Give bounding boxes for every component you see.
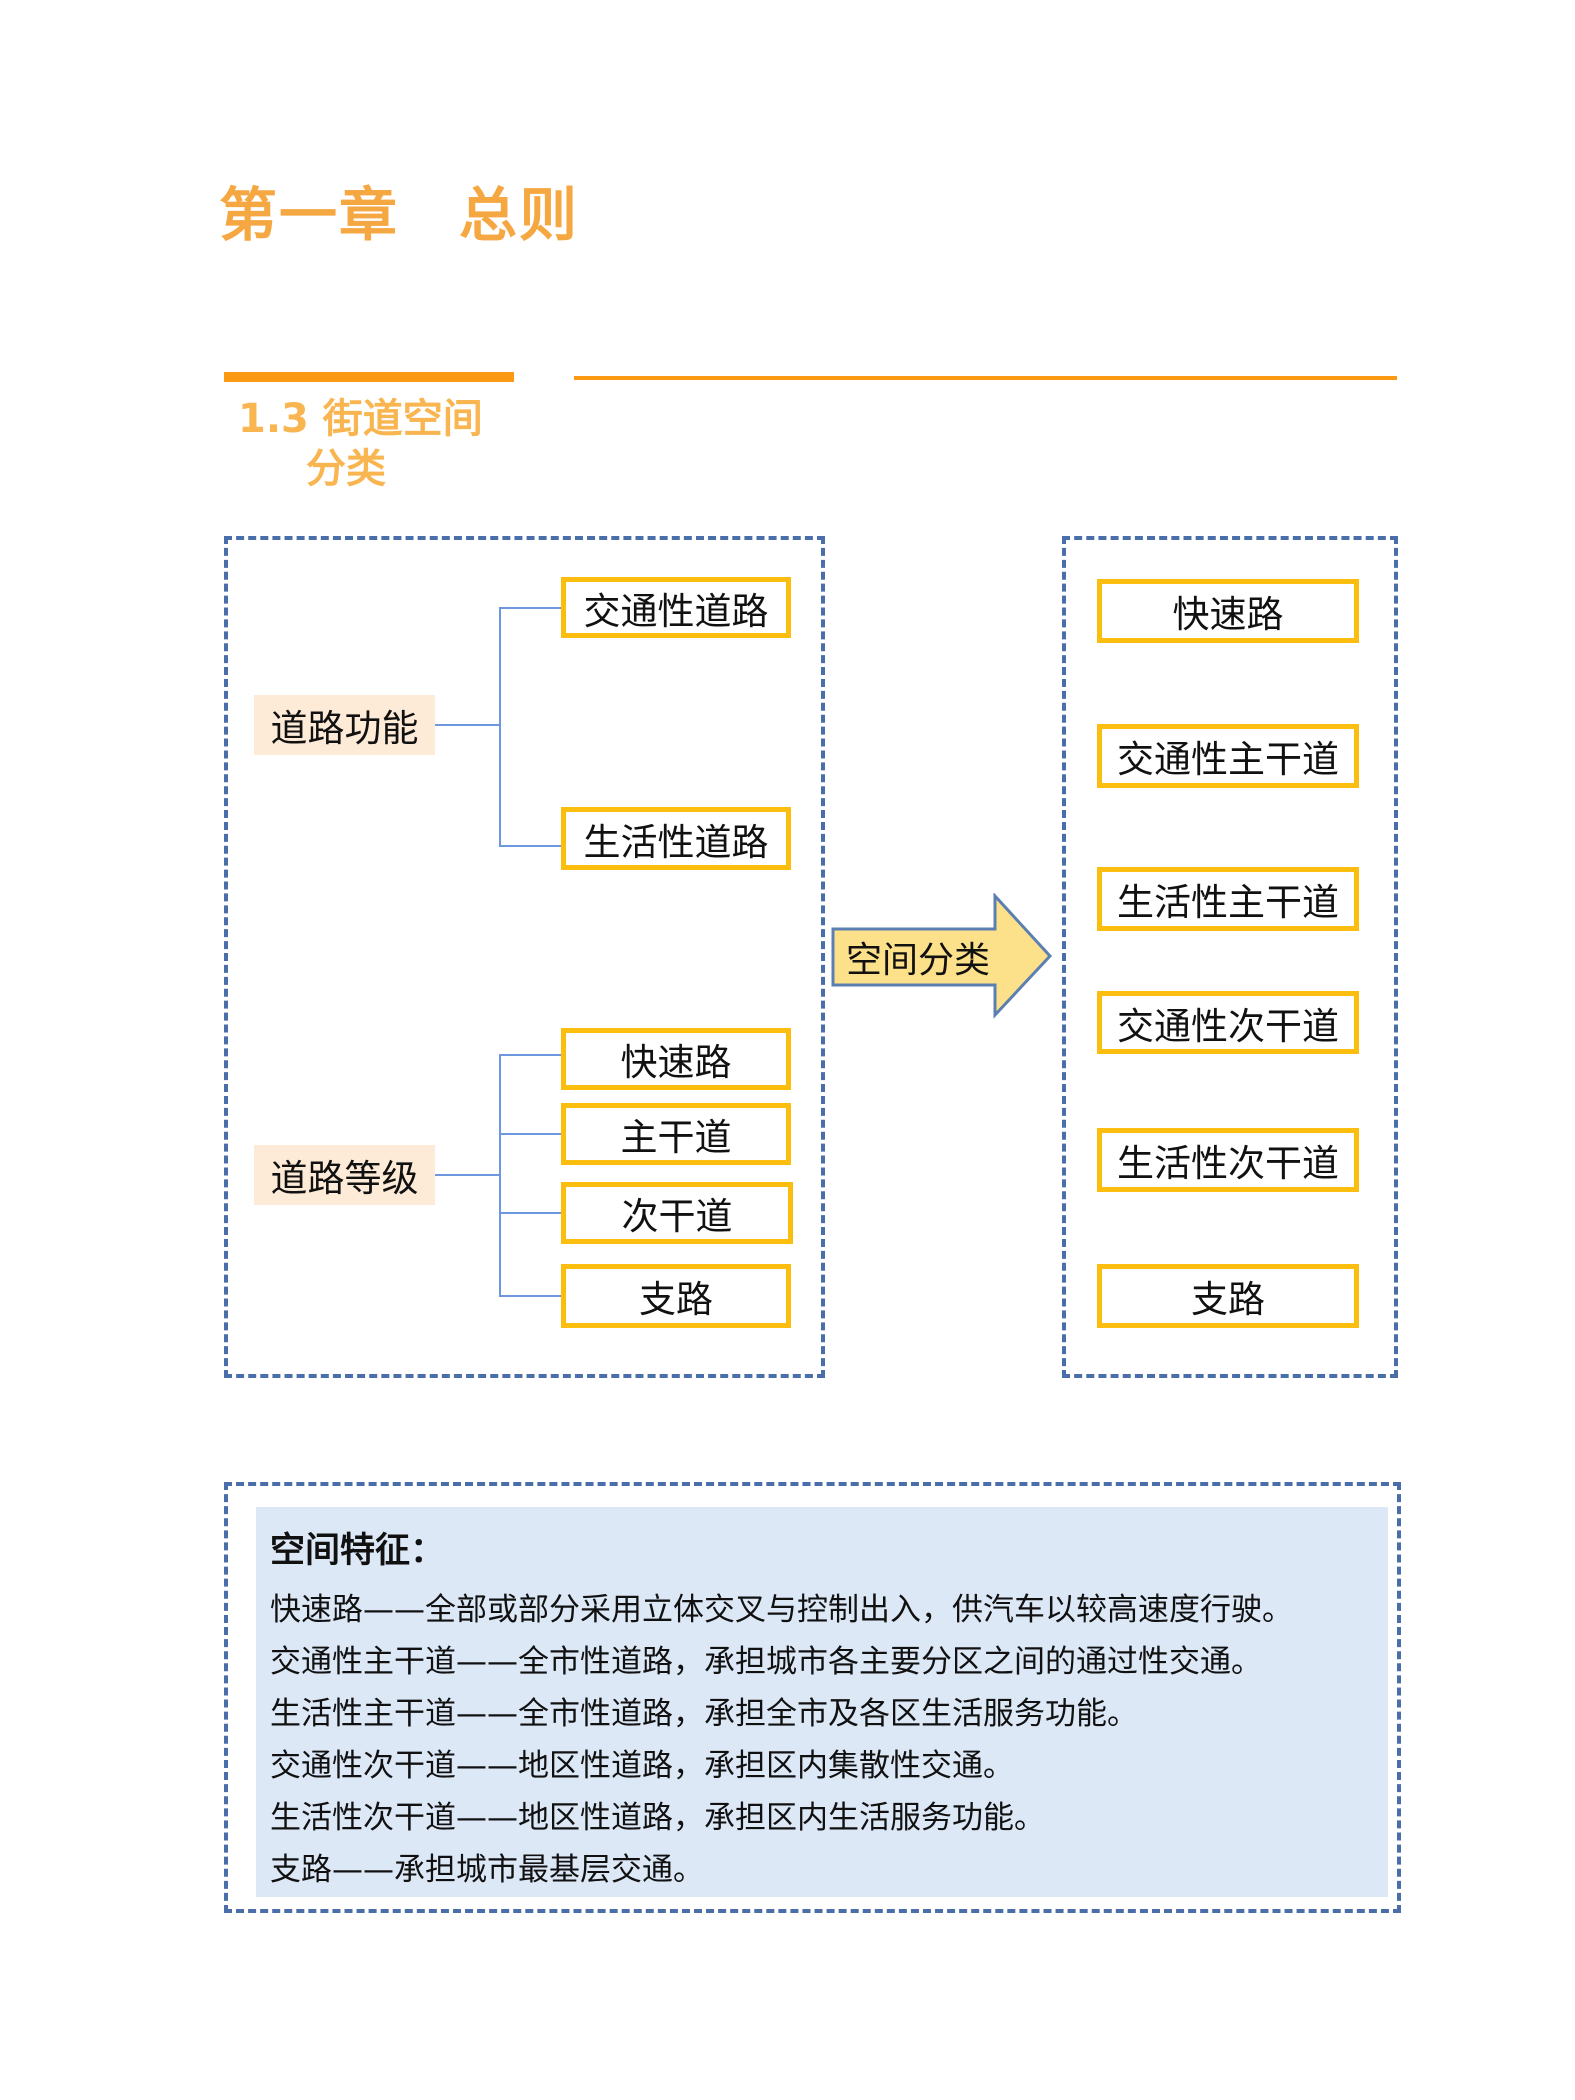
features-panel bbox=[224, 1482, 1401, 1913]
road-classification-panel bbox=[224, 536, 825, 1378]
connector bbox=[435, 724, 500, 726]
arrow-label: 空间分类 bbox=[846, 940, 991, 981]
connector bbox=[500, 1212, 563, 1214]
header-rule bbox=[574, 376, 1397, 380]
space-class-box: 支路 bbox=[1097, 1264, 1359, 1328]
space-class-box: 生活性次干道 bbox=[1097, 1128, 1359, 1192]
space-class-box: 交通性主干道 bbox=[1097, 724, 1359, 788]
connector bbox=[500, 1054, 563, 1056]
connector bbox=[500, 1295, 563, 1297]
arrow-right-icon bbox=[831, 893, 1053, 1019]
features-background bbox=[256, 1507, 1388, 1897]
traffic-road-box: 交通性道路 bbox=[561, 577, 791, 638]
section-bar bbox=[224, 372, 514, 382]
section-title: 1.3 街道空间 分类 bbox=[238, 394, 483, 494]
feature-line: 快速路——全部或部分采用立体交叉与控制出入，供汽车以较高速度行驶。 bbox=[270, 1592, 1293, 1628]
space-classification-panel bbox=[1062, 536, 1398, 1378]
feature-line: 支路——承担城市最基层交通。 bbox=[270, 1852, 704, 1888]
road-function-label: 道路功能 bbox=[254, 695, 435, 755]
connector bbox=[500, 1133, 563, 1135]
space-class-box: 生活性主干道 bbox=[1097, 867, 1359, 931]
branch-road-box: 支路 bbox=[561, 1264, 791, 1328]
connector bbox=[499, 1054, 501, 1297]
connector bbox=[435, 1174, 500, 1176]
road-grade-label: 道路等级 bbox=[254, 1145, 435, 1205]
features-heading: 空间特征： bbox=[270, 1531, 446, 1571]
feature-line: 交通性次干道——地区性道路，承担区内集散性交通。 bbox=[270, 1748, 1014, 1784]
section-title-line1: 1.3 街道空间 bbox=[238, 396, 483, 442]
space-class-box: 交通性次干道 bbox=[1097, 991, 1359, 1054]
living-road-box: 生活性道路 bbox=[561, 807, 791, 870]
arterial-box: 主干道 bbox=[561, 1103, 791, 1165]
feature-line: 生活性主干道——全市性道路，承担全市及各区生活服务功能。 bbox=[270, 1696, 1138, 1732]
connector bbox=[500, 845, 563, 847]
connector bbox=[500, 607, 563, 609]
connector bbox=[499, 607, 501, 847]
chapter-title: 第一章 总则 bbox=[219, 181, 580, 249]
expressway-box: 快速路 bbox=[561, 1028, 791, 1090]
space-class-box: 快速路 bbox=[1097, 579, 1359, 643]
secondary-box: 次干道 bbox=[561, 1182, 793, 1244]
section-title-line2: 分类 bbox=[306, 446, 386, 492]
feature-line: 生活性次干道——地区性道路，承担区内生活服务功能。 bbox=[270, 1800, 1045, 1836]
feature-line: 交通性主干道——全市性道路，承担城市各主要分区之间的通过性交通。 bbox=[270, 1644, 1262, 1680]
